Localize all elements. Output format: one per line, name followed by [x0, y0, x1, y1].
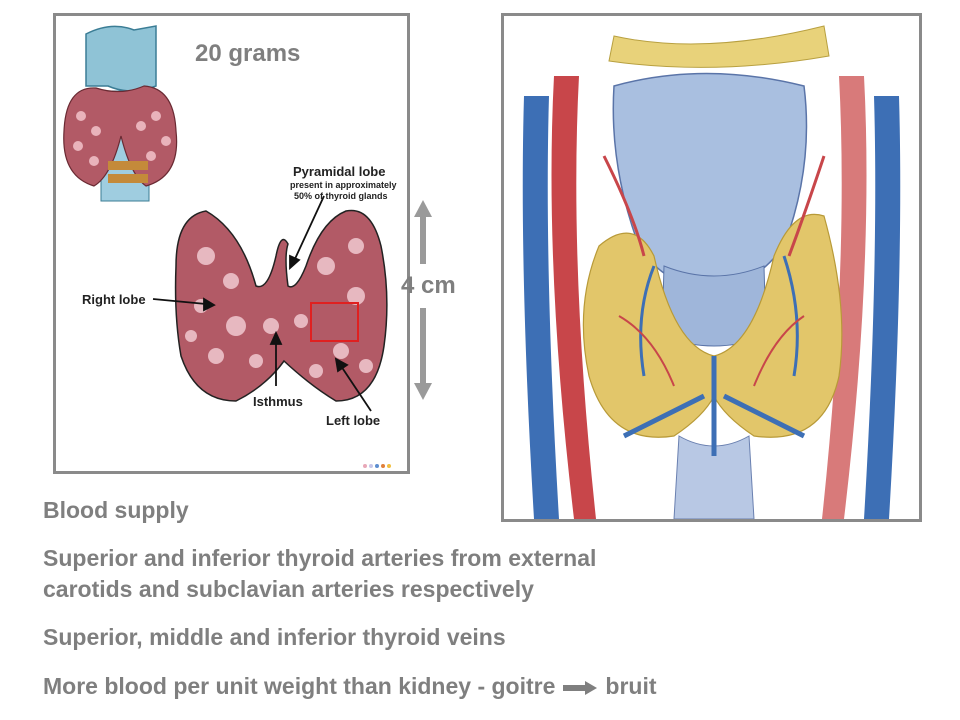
blood-supply-illustration-panel — [501, 13, 922, 522]
arteries-line-1: Superior and inferior thyroid arteries f… — [43, 545, 597, 571]
highlight-box — [310, 302, 359, 342]
goitre-line: More blood per unit weight than kidney -… — [43, 671, 657, 701]
thyroid-illustration — [63, 25, 391, 468]
arteries-line-2: carotids and subclavian arteries respect… — [43, 576, 534, 602]
right-lobe-label: Right lobe — [82, 292, 146, 307]
size-label: 4 cm — [401, 272, 456, 299]
bruit-text: bruit — [605, 673, 657, 699]
weight-label: 20 grams — [195, 40, 301, 67]
goitre-text: More blood per unit weight than kidney -… — [43, 673, 556, 699]
thyroid-diagram-panel: Pyramidal lobe present in approximately … — [53, 13, 410, 474]
thyroid-thumbnail — [63, 25, 178, 202]
thyroid-vascular-illustration — [504, 16, 919, 519]
blood-supply-heading: Blood supply — [43, 497, 189, 523]
pyramidal-note-2: 50% of thyroid glands — [294, 191, 388, 201]
pyramidal-lobe-label: Pyramidal lobe — [293, 164, 386, 179]
right-arrow-icon — [563, 680, 598, 695]
isthmus-label: Isthmus — [253, 394, 303, 409]
left-lobe-label: Left lobe — [326, 413, 381, 428]
pyramidal-note-1: present in approximately — [290, 180, 397, 190]
veins-line: Superior, middle and inferior thyroid ve… — [43, 624, 506, 650]
